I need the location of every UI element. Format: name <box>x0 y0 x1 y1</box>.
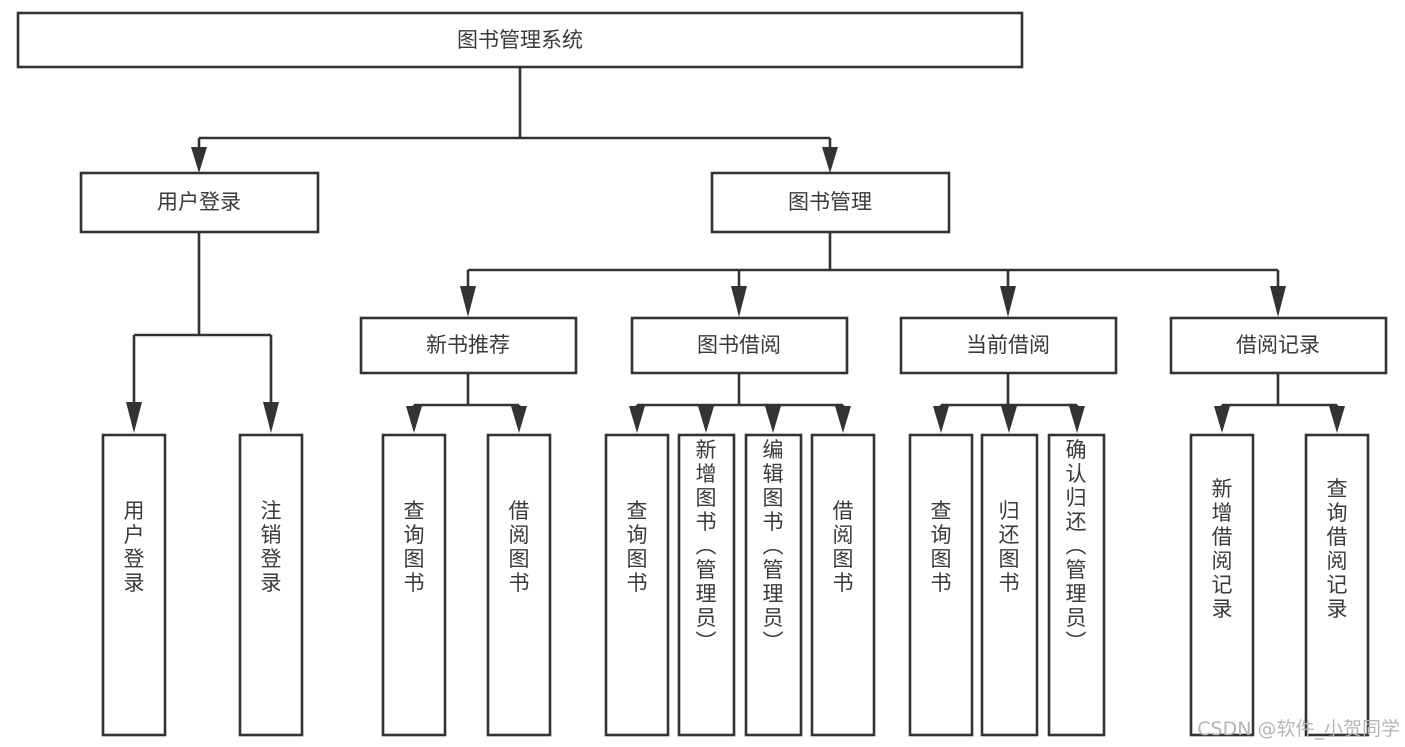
arrow-to-leaf-borrow-book-1 <box>511 406 527 433</box>
leaf-return-book-label: 归还图书 <box>999 499 1020 595</box>
leaf-return-book-box[interactable] <box>980 433 1039 737</box>
node-leaf-add-borrow-record[interactable]: 新增借阅记录 <box>1189 433 1255 737</box>
current-borrow-box[interactable] <box>899 316 1118 375</box>
leaf-edit-book-admin-box[interactable] <box>744 433 803 737</box>
leaf-add-book-admin-box[interactable] <box>677 433 736 737</box>
book-management-label: 图书管理 <box>788 190 872 214</box>
arrow-to-book-management <box>822 147 838 173</box>
leaf-query-book-3-label: 查询图书 <box>931 499 952 595</box>
node-root[interactable]: 图书管理系统 <box>16 11 1024 69</box>
user-login-box[interactable] <box>79 171 320 234</box>
leaf-query-book-2-box[interactable] <box>604 433 670 737</box>
leaf-add-borrow-record-box[interactable] <box>1189 433 1255 737</box>
current-borrow-label: 当前借阅 <box>966 333 1050 357</box>
node-leaf-user-login[interactable]: 用户登录 <box>101 433 167 737</box>
arrow-to-leaf-query-borrow-record <box>1329 406 1345 433</box>
arrow-to-new-book-recommend <box>460 286 476 317</box>
node-leaf-add-book-admin[interactable]: 新增图书︵管理员︶ <box>677 433 736 737</box>
node-leaf-confirm-return-admin[interactable]: 确认归还︵管理员︶ <box>1047 433 1106 737</box>
node-current-borrow[interactable]: 当前借阅 <box>899 316 1118 375</box>
node-leaf-return-book[interactable]: 归还图书 <box>980 433 1039 737</box>
node-leaf-borrow-book-1[interactable]: 借阅图书 <box>486 433 552 737</box>
node-new-book-recommend[interactable]: 新书推荐 <box>359 316 578 375</box>
node-leaf-logout-login[interactable]: 注销登录 <box>238 433 304 737</box>
root-box[interactable] <box>16 11 1024 69</box>
arrow-to-borrow-record <box>1270 286 1286 317</box>
arrow-to-leaf-user-login <box>126 402 142 433</box>
arrow-to-leaf-add-borrow-record <box>1214 406 1230 433</box>
leaf-user-login-label: 用户登录 <box>124 499 145 595</box>
arrow-to-book-borrow <box>731 286 747 317</box>
book-management-box[interactable] <box>710 171 951 234</box>
arrow-to-leaf-query-book-3 <box>933 406 949 433</box>
leaf-confirm-return-admin-label: 确认归还︵管理员︶ <box>1066 438 1087 654</box>
leaf-add-borrow-record-label: 新增借阅记录 <box>1212 477 1233 621</box>
leaf-query-book-3-box[interactable] <box>908 433 974 737</box>
arrow-to-user-login <box>191 147 207 173</box>
leaf-logout-login-label: 注销登录 <box>261 499 282 595</box>
new-book-recommend-label: 新书推荐 <box>426 333 510 357</box>
csdn-watermark: CSDN @软件_小贺同学 <box>1197 718 1400 740</box>
leaf-logout-login-box[interactable] <box>238 433 304 737</box>
node-leaf-borrow-book-2[interactable]: 借阅图书 <box>810 433 876 737</box>
node-leaf-query-borrow-record[interactable]: 查询借阅记录 <box>1304 433 1370 737</box>
book-borrow-box[interactable] <box>630 316 849 375</box>
root-label: 图书管理系统 <box>457 28 583 52</box>
leaf-query-borrow-record-box[interactable] <box>1304 433 1370 737</box>
node-leaf-query-book-2[interactable]: 查询图书 <box>604 433 670 737</box>
node-leaf-query-book-3[interactable]: 查询图书 <box>908 433 974 737</box>
user-login-label: 用户登录 <box>157 190 241 214</box>
leaf-query-book-1-box[interactable] <box>381 433 447 737</box>
borrow-record-box[interactable] <box>1169 316 1388 375</box>
arrow-to-current-borrow <box>1000 286 1016 317</box>
node-book-management[interactable]: 图书管理 <box>710 171 951 234</box>
node-borrow-record[interactable]: 借阅记录 <box>1169 316 1388 375</box>
leaf-borrow-book-2-box[interactable] <box>810 433 876 737</box>
leaf-borrow-book-1-label: 借阅图书 <box>509 499 530 595</box>
borrow-record-label: 借阅记录 <box>1236 333 1320 357</box>
arrow-to-leaf-add-book-admin <box>698 406 714 433</box>
arrow-to-leaf-logout-login <box>263 402 279 433</box>
arrow-to-leaf-query-book-2 <box>629 406 645 433</box>
leaf-confirm-return-admin-box[interactable] <box>1047 433 1106 737</box>
new-book-recommend-box[interactable] <box>359 316 578 375</box>
book-borrow-label: 图书借阅 <box>697 333 781 357</box>
leaf-user-login-box[interactable] <box>101 433 167 737</box>
leaf-query-book-1-label: 查询图书 <box>404 499 425 595</box>
arrow-to-leaf-confirm-return-admin <box>1069 406 1085 433</box>
arrow-to-leaf-query-book-1 <box>406 406 422 433</box>
leaf-query-book-2-label: 查询图书 <box>627 499 648 595</box>
arrow-to-leaf-borrow-book-2 <box>835 406 851 433</box>
leaf-query-borrow-record-label: 查询借阅记录 <box>1327 477 1348 621</box>
connector-layer <box>126 67 1345 433</box>
leaf-borrow-book-1-box[interactable] <box>486 433 552 737</box>
node-leaf-edit-book-admin[interactable]: 编辑图书︵管理员︶ <box>744 433 803 737</box>
node-book-borrow[interactable]: 图书借阅 <box>630 316 849 375</box>
leaf-edit-book-admin-label: 编辑图书︵管理员︶ <box>763 438 784 654</box>
node-user-login[interactable]: 用户登录 <box>79 171 320 234</box>
arrow-to-leaf-return-book <box>1001 406 1017 433</box>
node-leaf-query-book-1[interactable]: 查询图书 <box>381 433 447 737</box>
leaf-add-book-admin-label: 新增图书︵管理员︶ <box>696 438 717 654</box>
leaf-borrow-book-2-label: 借阅图书 <box>833 499 854 595</box>
arrow-to-leaf-edit-book-admin <box>765 406 781 433</box>
